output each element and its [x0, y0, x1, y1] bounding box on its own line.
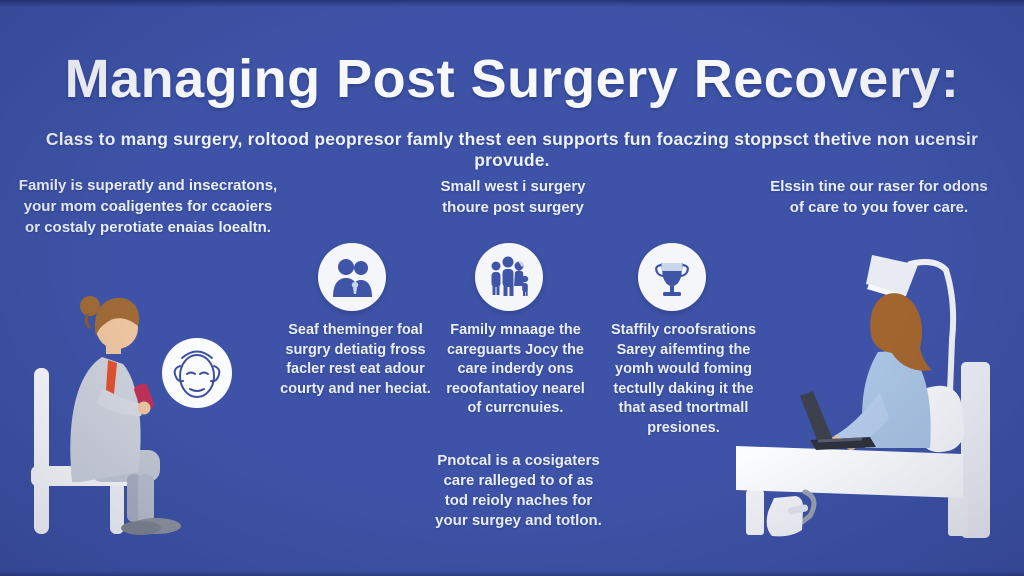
bottom-note: Pnotcal is a cosigaters care ralleged to… [435, 452, 602, 529]
hospital-bed [736, 362, 990, 538]
top-note-center: Small west i surgery thoure post surgery [440, 178, 586, 216]
caregiver-couple-icon [318, 243, 386, 311]
family-group-icon [475, 243, 543, 311]
trophy-icon [638, 243, 706, 311]
trophy-glyph [655, 263, 689, 296]
face-sketch-badge [162, 338, 232, 408]
woman-sitting-on-chair-using-phone [31, 296, 232, 535]
caregiver-couple-glyph [333, 259, 372, 297]
seated-woman [70, 296, 181, 535]
page-subtitle: Class to mang surgery, roltood peopresor… [45, 129, 979, 170]
family-group-glyph [491, 256, 529, 296]
column-note-3: Staffily croofsrations Sarey aifemting t… [610, 322, 757, 436]
patient-foot-cast [766, 489, 817, 537]
top-note-right: Elssin tine our raser for odons of care … [770, 178, 988, 216]
patient-in-bed-with-laptop-and-lamp [736, 255, 990, 538]
page-title: Managing Post Surgery Recovery: [64, 49, 960, 109]
column-note-1: Seaf theminger foal surgry detiatig fros… [280, 322, 431, 397]
patient-with-laptop [800, 293, 932, 450]
top-note-left: Family is superatly and insecratons, you… [18, 177, 278, 236]
column-note-2: Family mnaage the careguarts Jocy the ca… [446, 322, 585, 416]
